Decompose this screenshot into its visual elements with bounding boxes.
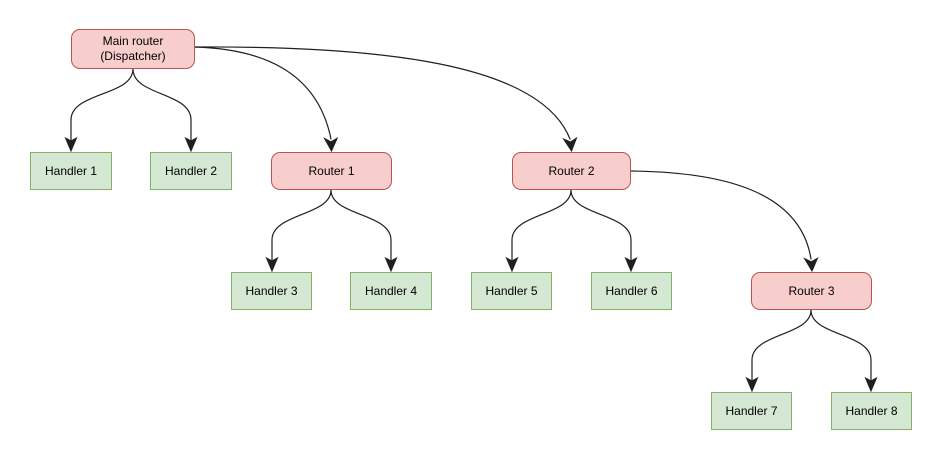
node-handler-7[interactable]: Handler 7 [711,392,792,430]
edge-main-to-router-2 [194,46,578,153]
edge-router-2-to-handler-6 [570,189,638,273]
node-handler-1[interactable]: Handler 1 [30,152,112,190]
node-handler-1-label: Handler 1 [44,163,98,178]
edge-router-1-to-handler-3 [265,189,332,273]
edge-main-to-handler-1 [64,68,134,153]
node-router-1-label: Router 1 [308,163,355,178]
edge-router-3-to-handler-8 [810,309,878,393]
node-handler-2[interactable]: Handler 2 [150,152,232,190]
node-handler-8[interactable]: Handler 8 [831,392,912,430]
node-main-router[interactable]: Main router (Dispatcher) [71,29,195,69]
node-router-3-label: Router 3 [788,283,835,298]
node-main-router-label: Main router (Dispatcher) [100,34,166,63]
node-handler-3-label: Handler 3 [245,283,298,298]
node-handler-4-label: Handler 4 [364,283,418,298]
node-handler-5-label: Handler 5 [485,283,538,298]
edge-router-3-to-handler-7 [745,309,812,393]
node-handler-6[interactable]: Handler 6 [591,272,672,310]
node-handler-7-label: Handler 7 [725,403,778,418]
edge-router-2-to-handler-5 [505,189,572,273]
node-handler-8-label: Handler 8 [845,403,898,418]
edge-main-to-router-1 [194,46,339,153]
edge-router-1-to-handler-4 [330,189,398,273]
node-router-3[interactable]: Router 3 [751,272,872,310]
node-handler-5[interactable]: Handler 5 [471,272,552,310]
node-router-1[interactable]: Router 1 [271,152,392,190]
node-router-2-label: Router 2 [548,163,595,178]
node-router-2[interactable]: Router 2 [512,152,631,190]
edge-router-2-to-router-3 [630,170,819,273]
node-handler-3[interactable]: Handler 3 [231,272,312,310]
edge-main-to-handler-2 [132,68,198,153]
node-handler-2-label: Handler 2 [164,163,218,178]
node-handler-4[interactable]: Handler 4 [350,272,432,310]
node-handler-6-label: Handler 6 [605,283,658,298]
